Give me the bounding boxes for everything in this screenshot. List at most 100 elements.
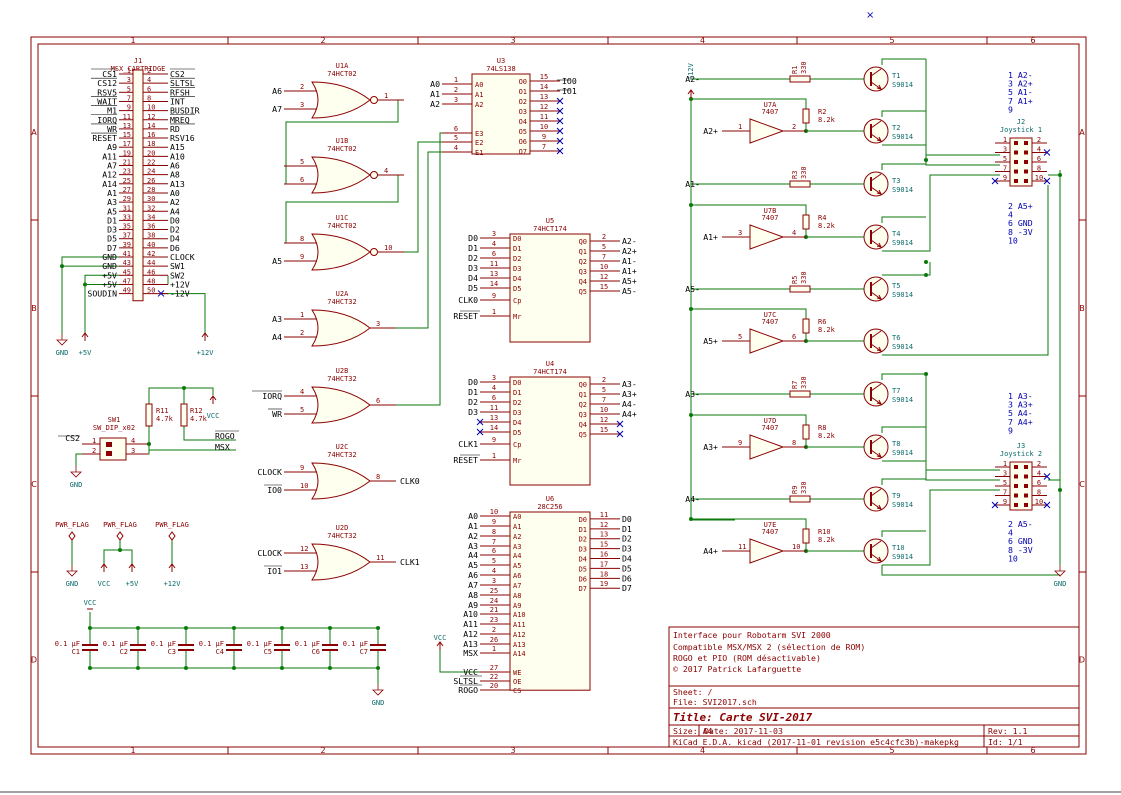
transistor-t5 bbox=[863, 276, 889, 302]
no-connect-mark bbox=[1043, 149, 1051, 156]
joystick-pin-num: 4 bbox=[1037, 146, 1041, 154]
ic-left-net: A11 bbox=[463, 619, 478, 629]
j1-signal-left: D3 bbox=[107, 225, 117, 235]
junction bbox=[1058, 173, 1062, 177]
transistor-arrow bbox=[876, 189, 882, 195]
joystick-pin bbox=[1014, 503, 1018, 507]
ic-body-u4 bbox=[509, 376, 591, 486]
buffer-body bbox=[749, 538, 785, 564]
ic-pin-num: 15 bbox=[540, 73, 548, 81]
gnd-label: GND bbox=[1054, 580, 1067, 588]
ic-pin-num: 5 bbox=[602, 243, 606, 251]
cap-value: 0.1 µF bbox=[199, 640, 224, 648]
j1-signal-left: +5V bbox=[102, 279, 117, 289]
gate-ref: U2B bbox=[336, 367, 349, 375]
r-body bbox=[789, 390, 811, 398]
gate-body-u2d bbox=[311, 543, 371, 581]
transistor-part: S9014 bbox=[892, 133, 913, 141]
ic-ref: U6 bbox=[546, 495, 554, 503]
transistor-arrow bbox=[876, 84, 882, 90]
ic-pin-name: D4 bbox=[513, 419, 521, 427]
transistor-legs bbox=[870, 278, 882, 300]
gate-pin: 10 bbox=[300, 482, 308, 490]
transistor-part: S9014 bbox=[892, 343, 913, 351]
ic-pin-num: 1 bbox=[454, 76, 458, 84]
p5-wire bbox=[84, 274, 119, 335]
pullup-rail bbox=[691, 308, 807, 319]
ic-pin-num: 13 bbox=[540, 93, 548, 101]
size-label: Size: A4 bbox=[673, 726, 713, 736]
ic-left-net: D3 bbox=[468, 263, 478, 273]
gate-part: 74HCT02 bbox=[327, 70, 357, 78]
driver-net: A2- bbox=[685, 74, 700, 84]
junction bbox=[280, 666, 284, 670]
transistor-t6 bbox=[863, 328, 889, 354]
corner-mark: × bbox=[866, 10, 874, 21]
joystick-pin-num: 7 bbox=[1003, 165, 1007, 173]
gate-input-net: A6 bbox=[272, 86, 282, 96]
buffer-pin: 10 bbox=[792, 543, 800, 551]
pwrflag-diamond bbox=[68, 531, 76, 541]
transistor-legs bbox=[870, 436, 882, 458]
j1-signal-right: RSV16 bbox=[170, 133, 195, 143]
net-u2a-u3 bbox=[396, 151, 458, 329]
j1-pin-right: 24 bbox=[147, 168, 155, 176]
r-value: 330 bbox=[800, 166, 808, 179]
joystick-pin bbox=[1014, 484, 1018, 488]
date-label: Date: 2017-11-03 bbox=[704, 726, 783, 736]
r-ref: R9 bbox=[791, 486, 799, 494]
gate-ref: U2D bbox=[336, 524, 349, 532]
joystick-pin bbox=[1024, 484, 1028, 488]
col-tick: 2 bbox=[320, 746, 325, 755]
gnd-label: GND bbox=[372, 699, 385, 707]
ic-left-net: CLK0 bbox=[458, 295, 478, 305]
col-tick: 2 bbox=[320, 36, 325, 45]
buffer-pin: 9 bbox=[738, 439, 742, 447]
r-body bbox=[789, 75, 811, 83]
ic-pin-num: 11 bbox=[540, 113, 548, 121]
no-connect-mark bbox=[556, 127, 564, 135]
transistor-t3 bbox=[863, 171, 889, 197]
junction bbox=[88, 666, 92, 670]
buffer-pin: 5 bbox=[738, 333, 742, 341]
ic-pin-num: 9 bbox=[542, 133, 546, 141]
buffer-body bbox=[749, 118, 785, 144]
ic-right-net: D2 bbox=[622, 534, 632, 544]
j1-signal-left: M1 bbox=[107, 106, 117, 116]
gnd-symbol bbox=[56, 334, 68, 346]
r12-value: 4.7k bbox=[190, 415, 208, 423]
gate-pin: 13 bbox=[300, 563, 308, 571]
j1-pin-left: 21 bbox=[123, 159, 131, 167]
rev-label: Rev: 1.1 bbox=[988, 726, 1028, 736]
gate-ref: U1C bbox=[336, 214, 349, 222]
j1-signal-left: D1 bbox=[107, 215, 117, 225]
ic-pin-name: CS bbox=[513, 687, 521, 695]
driver-net: A3- bbox=[685, 389, 700, 399]
joystick-bottom-label: 6 GND bbox=[1008, 218, 1033, 228]
transistor-legs bbox=[870, 68, 882, 90]
r-pullup-body bbox=[802, 528, 810, 544]
transistor-arrow bbox=[876, 242, 882, 248]
tool-label: KiCad E.D.A. kicad (2017-11-01 revision … bbox=[673, 737, 959, 747]
sw1-pin: 3 bbox=[131, 447, 135, 455]
power-label: +12V bbox=[164, 580, 182, 588]
j1-signal-right: CLOCK bbox=[170, 252, 195, 262]
j1-pin-left: 43 bbox=[123, 259, 131, 267]
joystick-pin bbox=[1014, 160, 1018, 164]
sw1-knob bbox=[106, 442, 112, 447]
driver-net: A5+ bbox=[703, 336, 718, 346]
gate-pin: 10 bbox=[384, 244, 392, 252]
j1-pin-right: 36 bbox=[147, 223, 155, 231]
gate-pin: 11 bbox=[376, 554, 384, 562]
cap-ref: C6 bbox=[312, 648, 320, 656]
ic-pin-name: A2 bbox=[475, 101, 483, 109]
gate-pin: 6 bbox=[376, 397, 380, 405]
ic-right-net: A5- bbox=[622, 286, 637, 296]
joystick-pin bbox=[1024, 150, 1028, 155]
junction bbox=[118, 548, 122, 552]
ic-right-net: A3+ bbox=[622, 389, 637, 399]
pwrflag-wire bbox=[103, 540, 121, 565]
junction bbox=[689, 203, 693, 207]
r-ref: R3 bbox=[791, 171, 799, 179]
j1-signal-left: A5 bbox=[107, 206, 117, 216]
